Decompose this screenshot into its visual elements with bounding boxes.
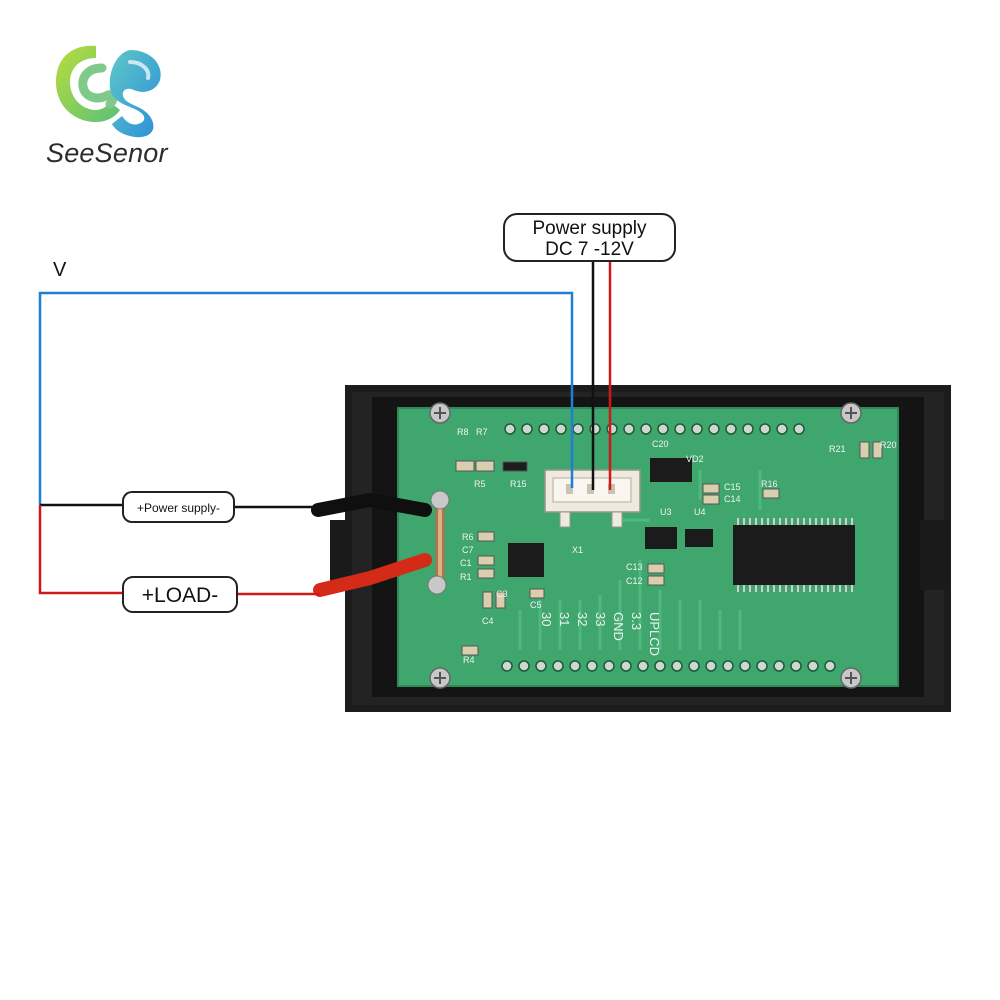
power-supply-title: Power supply — [532, 218, 647, 239]
svg-text:30: 30 — [539, 612, 554, 626]
silk-r6: R6 — [462, 532, 474, 542]
silk-c7: C7 — [462, 545, 474, 555]
power-supply-callout: Power supply DC 7 -12V — [503, 213, 676, 262]
regulator-chip — [645, 527, 677, 549]
silk-c3: C3 — [496, 589, 508, 599]
silk-c15: C15 — [724, 482, 741, 492]
silk-c14: C14 — [724, 494, 741, 504]
silk-c13: C13 — [626, 562, 643, 572]
silk-r16: R16 — [761, 479, 778, 489]
load-wire-left — [38, 505, 122, 595]
silk-c20: C20 — [652, 439, 669, 449]
screw-icon — [429, 402, 862, 689]
regulator-chip-2 — [685, 529, 713, 547]
silk-r1: R1 — [460, 572, 472, 582]
silk-r7: R7 — [476, 427, 488, 437]
silk-r15: R15 — [510, 479, 527, 489]
load-callout: +LOAD- — [122, 576, 238, 613]
shunt-wire — [427, 490, 450, 595]
lcd-driver-chip — [733, 518, 855, 592]
svg-text:3.3: 3.3 — [629, 612, 644, 630]
silk-u4: U4 — [694, 507, 706, 517]
power-supply-voltage: DC 7 -12V — [545, 239, 634, 260]
svg-text:GND: GND — [611, 612, 626, 641]
voltage-wire — [38, 291, 574, 505]
svg-text:UPLCD: UPLCD — [647, 612, 662, 656]
silk-r21: R21 — [829, 444, 846, 454]
brand-name: SeeSenor — [46, 138, 168, 168]
silk-c4: C4 — [482, 616, 494, 626]
svg-text:32: 32 — [575, 612, 590, 626]
silk-r20: R20 — [880, 440, 897, 450]
pcb-board: R8 R7 R5 R15 R6 C7 C1 R1 C4 C3 R4 C5 C20… — [397, 402, 899, 689]
diode-chip — [650, 458, 692, 482]
mcu-chip — [508, 543, 544, 577]
svg-text:31: 31 — [557, 612, 572, 626]
pcb-silkscreen: R8 R7 R5 R15 R6 C7 C1 R1 C4 C3 R4 C5 C20… — [457, 427, 897, 665]
silk-x1: X1 — [572, 545, 583, 555]
red-cable — [313, 553, 432, 597]
silk-c5: C5 — [530, 600, 542, 610]
silk-u3: U3 — [660, 507, 672, 517]
silk-c1: C1 — [460, 558, 472, 568]
silk-vd2: VD2 — [686, 454, 704, 464]
silk-r4: R4 — [463, 655, 475, 665]
brand-logo-icon — [56, 45, 161, 138]
black-cable — [311, 492, 432, 517]
voltage-label: V — [53, 259, 67, 281]
silk-r5: R5 — [474, 479, 486, 489]
power-supply-side-callout: +Power supply- — [122, 491, 235, 523]
pcb-pad-labels: UPLCD 3.3 GND 33 32 31 30 — [539, 612, 662, 656]
silk-c12: C12 — [626, 576, 643, 586]
svg-text:33: 33 — [593, 612, 608, 626]
silk-r8: R8 — [457, 427, 469, 437]
